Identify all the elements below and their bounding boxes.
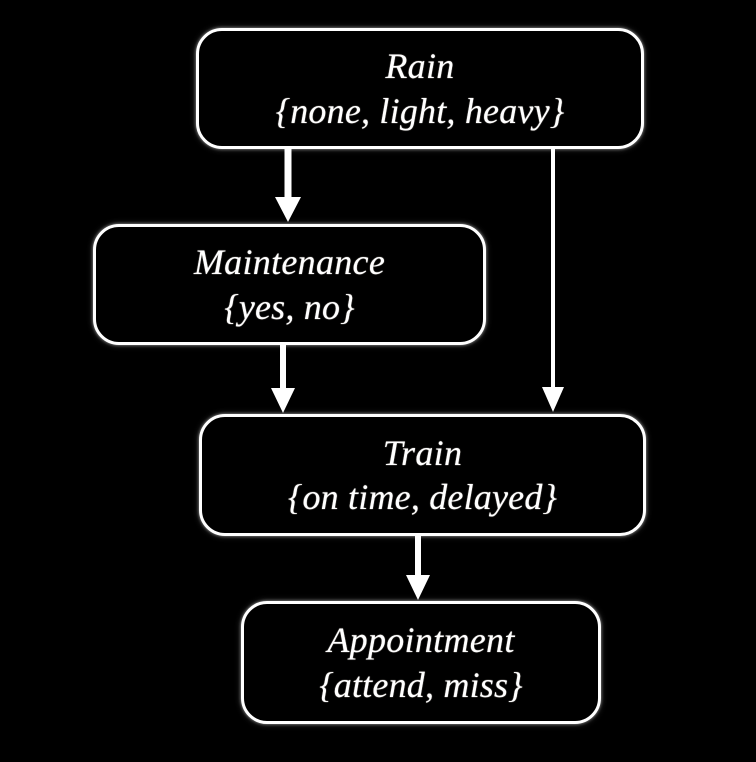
edge-maintenance-to-train bbox=[265, 344, 305, 416]
node-appointment[interactable]: Appointment {attend, miss} bbox=[241, 601, 601, 724]
node-maintenance-states: {yes, no} bbox=[224, 286, 355, 327]
edge-rain-to-train bbox=[535, 148, 575, 416]
node-maintenance-label: Maintenance bbox=[193, 242, 386, 283]
node-appointment-label: Appointment bbox=[327, 620, 515, 661]
node-appointment-states: {attend, miss} bbox=[319, 664, 523, 705]
node-maintenance[interactable]: Maintenance {yes, no} bbox=[93, 224, 486, 345]
node-rain-label: Rain bbox=[385, 46, 455, 87]
node-rain[interactable]: Rain {none, light, heavy} bbox=[196, 28, 644, 149]
edge-rain-to-maintenance bbox=[270, 148, 310, 226]
node-train-states: {on time, delayed} bbox=[287, 477, 558, 517]
edge-train-to-appointment bbox=[400, 535, 440, 603]
node-rain-states: {none, light, heavy} bbox=[275, 90, 565, 131]
node-train[interactable]: Train {on time, delayed} bbox=[199, 414, 646, 536]
node-train-label: Train bbox=[382, 432, 463, 473]
